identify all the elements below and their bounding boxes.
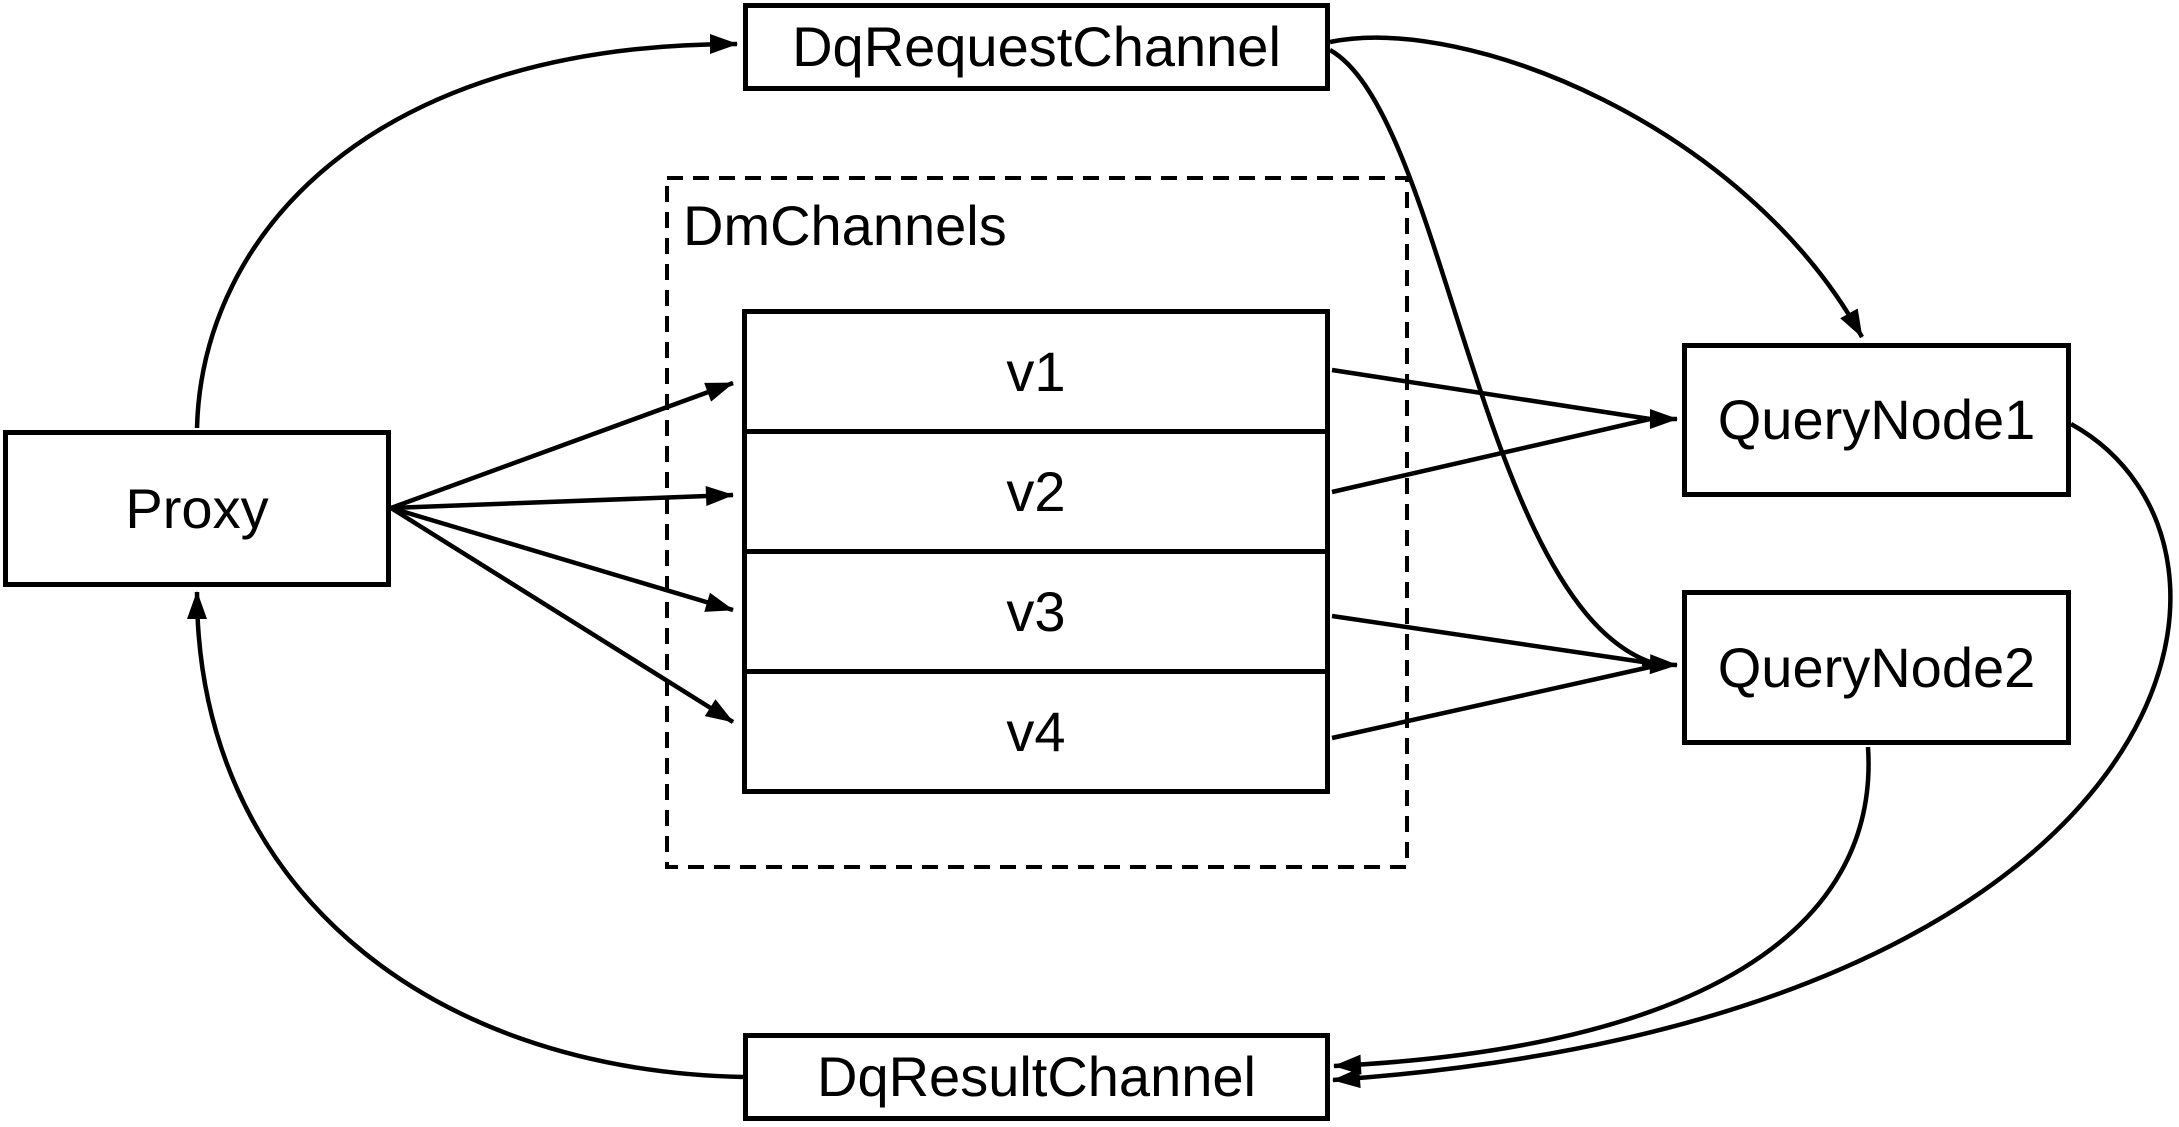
edge-v4-to-querynode2	[1331, 664, 1651, 741]
edge-proxy-to-dqrequestchannel	[194, 34, 738, 429]
node-dq-request-channel: DqRequestChannel	[743, 3, 1330, 91]
edge-v1-to-querynode1	[1331, 367, 1651, 422]
edge-querynode2-to-dqresultchannel	[1333, 746, 1871, 1075]
edge-proxy-to-v3	[390, 505, 734, 613]
edge-dqrequestchannel-to-querynode2	[1328, 48, 1651, 665]
channel-v1-label: v1	[1006, 340, 1066, 403]
channel-row-v4: v4	[747, 674, 1325, 789]
channel-row-v3: v3	[747, 554, 1325, 674]
dm-channels-group-label: DmChannels	[683, 194, 1007, 257]
node-proxy-label: Proxy	[125, 476, 269, 540]
node-proxy: Proxy	[3, 430, 391, 587]
edge-proxy-to-v2	[390, 486, 734, 511]
node-dq-result-channel-label: DqResultChannel	[817, 1045, 1256, 1108]
edge-merge-arrow-querynode2	[1641, 654, 1678, 675]
node-query-node-2-label: QueryNode2	[1717, 635, 2036, 699]
node-query-node-1-label: QueryNode1	[1717, 388, 2036, 451]
edge-proxy-to-v4	[389, 506, 735, 724]
node-dq-request-channel-label: DqRequestChannel	[792, 15, 1281, 78]
channel-row-v2: v2	[747, 434, 1325, 554]
channel-v4-label: v4	[1006, 700, 1066, 763]
dm-channels-stack: v1 v2 v3 v4	[742, 309, 1330, 794]
node-query-node-2: QueryNode2	[1682, 590, 2071, 745]
channel-v3-label: v3	[1006, 580, 1066, 643]
node-dq-result-channel: DqResultChannel	[743, 1033, 1330, 1121]
edge-proxy-to-v1	[390, 380, 734, 511]
edge-v2-to-querynode1	[1331, 416, 1651, 495]
edge-v3-to-querynode2	[1331, 613, 1651, 666]
channel-v2-label: v2	[1006, 460, 1066, 523]
node-query-node-1: QueryNode1	[1682, 343, 2071, 497]
edge-dqresultchannel-to-proxy	[187, 591, 744, 1080]
edge-querynode1-to-dqresultchannel	[1332, 422, 2173, 1089]
channel-row-v1: v1	[747, 314, 1325, 434]
edge-dqrequestchannel-to-querynode1	[1329, 35, 1864, 339]
